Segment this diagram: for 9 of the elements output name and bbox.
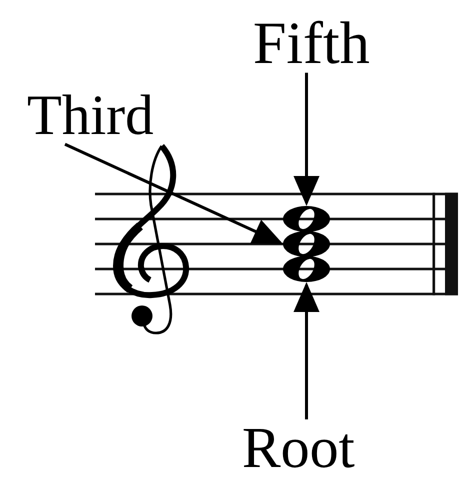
whole-note [283,256,330,282]
tone-label: Fifth [253,12,370,73]
whole-note [283,206,330,232]
whole-note [283,231,330,257]
arrow [294,72,320,206]
tone-label: Root [242,419,355,478]
arrow [64,142,284,244]
arrow [294,282,320,420]
tone-label: Third [27,87,154,144]
